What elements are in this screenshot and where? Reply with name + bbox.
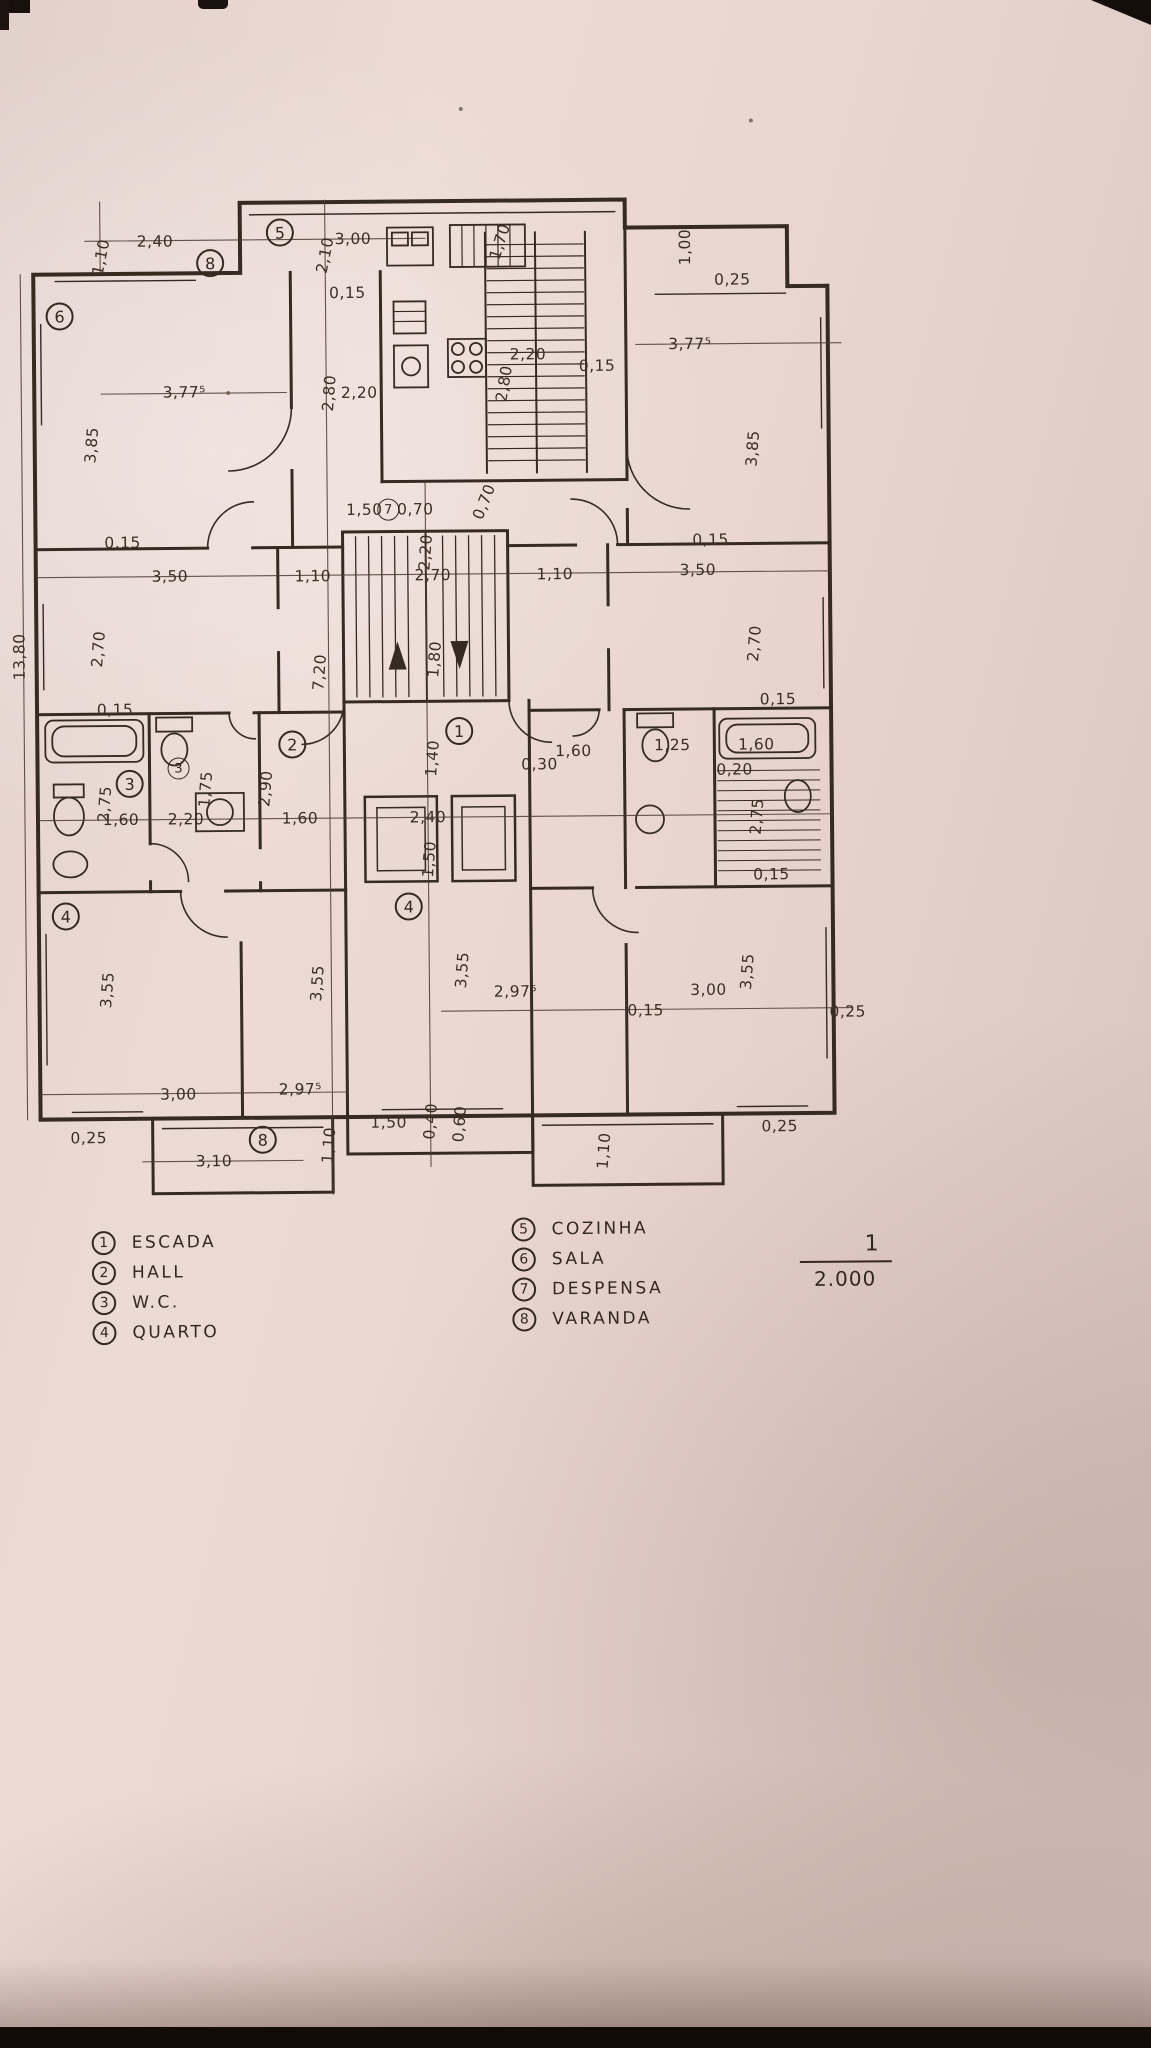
outer-walls bbox=[31, 197, 837, 1122]
elevator-shafts bbox=[363, 794, 517, 884]
legend-label: QUARTO bbox=[132, 1322, 220, 1343]
pencil-mark bbox=[226, 390, 231, 396]
legend-number-circle: 4 bbox=[92, 1321, 117, 1346]
legend-item: 3 W.C. bbox=[92, 1291, 219, 1316]
legend-item: 2 HALL bbox=[91, 1261, 219, 1286]
scale-bar bbox=[799, 1260, 892, 1264]
dimension-lines bbox=[19, 199, 853, 1195]
stair-arrow-down-icon bbox=[450, 640, 469, 670]
legend-right: 5 COZINHA 6 SALA 7 DESPENSA 8 VARANDA bbox=[511, 1217, 664, 1332]
legend-number-circle: 5 bbox=[511, 1217, 536, 1242]
photo-edge-bottom-shadow bbox=[0, 1958, 1151, 2028]
scale-fraction: 1 2.000 bbox=[799, 1231, 897, 1291]
legend-number-circle: 7 bbox=[511, 1277, 537, 1302]
legend-number-circle: 6 bbox=[511, 1247, 536, 1272]
window-lines bbox=[39, 279, 828, 1114]
photo-edge-corner-top-left-2 bbox=[0, 0, 9, 30]
kitchen-fixtures bbox=[385, 223, 527, 389]
stair-arrow-up-icon bbox=[388, 641, 407, 670]
legend-item: 6 SALA bbox=[511, 1247, 663, 1272]
legend-number-circle: 8 bbox=[512, 1307, 537, 1332]
pencil-mark bbox=[458, 106, 463, 111]
photo-edge-bottom bbox=[0, 2027, 1151, 2048]
legend-label: COZINHA bbox=[551, 1218, 649, 1240]
legend-number-circle: 2 bbox=[91, 1261, 117, 1286]
scale-numerator: 1 bbox=[864, 1231, 879, 1257]
legend-item: 8 VARANDA bbox=[512, 1307, 663, 1332]
stair-main-flight bbox=[483, 230, 588, 474]
legend-item: 5 COZINHA bbox=[511, 1217, 662, 1242]
legend-left: 1 ESCADA 2 HALL 3 W.C. 4 QUARTO bbox=[91, 1231, 220, 1346]
legend-label: VARANDA bbox=[552, 1308, 653, 1330]
legend-label: ESCADA bbox=[131, 1232, 217, 1253]
legend-item: 1 ESCADA bbox=[91, 1231, 219, 1256]
pencil-mark bbox=[748, 118, 753, 123]
legend-label: DESPENSA bbox=[552, 1278, 664, 1300]
legend-label: SALA bbox=[551, 1248, 607, 1270]
bathroom-left-fixtures bbox=[44, 716, 245, 879]
inner-walls bbox=[34, 226, 835, 1120]
legend-number-circle: 3 bbox=[92, 1291, 117, 1316]
legend-item: 7 DESPENSA bbox=[511, 1277, 664, 1302]
legend-label: HALL bbox=[131, 1262, 186, 1283]
scale-denominator: 2.000 bbox=[813, 1266, 877, 1291]
door-arcs bbox=[149, 406, 691, 938]
legend-item: 4 QUARTO bbox=[92, 1321, 220, 1346]
legend-number-circle: 1 bbox=[91, 1231, 116, 1256]
photo-edge-mark-top bbox=[198, 0, 228, 9]
legend-label: W.C. bbox=[132, 1292, 180, 1313]
bathroom-right-fixtures bbox=[635, 712, 821, 872]
